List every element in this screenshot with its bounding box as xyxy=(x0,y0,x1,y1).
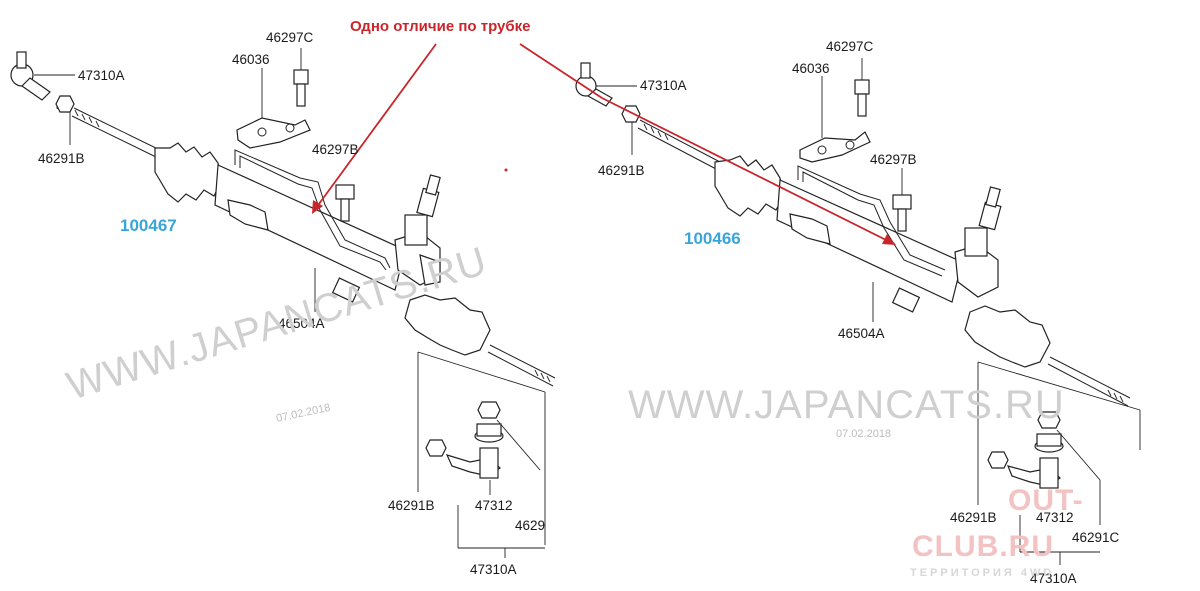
left-rack-housing xyxy=(214,149,441,303)
right-label-tie-rod-end-top: 47310A xyxy=(640,78,687,93)
left-nut-top xyxy=(55,95,75,145)
left-label-tie-rod-end-bottom: 47310A xyxy=(470,562,517,577)
left-boot-upper xyxy=(154,142,223,203)
left-label-rack: 46504A xyxy=(278,316,325,331)
logo-text-bottom: CLUB.RU xyxy=(912,530,1054,563)
right-label-nut-top: 46291B xyxy=(598,163,645,178)
left-label-bracket: 46036 xyxy=(232,52,270,67)
left-date-stamp: 07.02.2018 xyxy=(275,402,331,425)
left-tie-rod-end-upper xyxy=(10,51,161,159)
left-bracket xyxy=(236,48,311,149)
right-catalog-code: 100466 xyxy=(684,229,741,248)
right-label-tie-rod-end-bottom: 47310A xyxy=(1030,571,1077,586)
right-date-stamp: 07.02.2018 xyxy=(836,428,891,440)
right-bracket xyxy=(799,58,871,163)
right-label-46291c: 46291C xyxy=(1072,530,1120,545)
left-assembly xyxy=(10,48,556,558)
right-label-ball-joint: 47312 xyxy=(1036,510,1074,525)
left-boot-lower xyxy=(404,294,556,387)
right-label-nut-bottom: 46291B xyxy=(950,510,997,525)
left-label-nut-top: 46291B xyxy=(38,151,85,166)
right-label-bracket: 46036 xyxy=(792,61,830,76)
out-club-logo: OUT- CLUB.RU ТЕРРИТОРИЯ 4WD xyxy=(910,484,1084,579)
right-boot-upper xyxy=(714,155,785,217)
right-tie-rod-end-lower xyxy=(977,361,1141,565)
left-label-bolt-c: 46297C xyxy=(266,30,314,45)
left-label-tie-rod-end-top: 47310A xyxy=(78,68,125,83)
right-boot-lower xyxy=(964,305,1131,407)
right-rack-housing xyxy=(776,165,1002,313)
left-catalog-code: 100467 xyxy=(120,216,177,235)
left-label-bolt-b: 46297B xyxy=(312,142,359,157)
right-label-bolt-b: 46297B xyxy=(870,152,917,167)
difference-note: Одно отличие по трубке xyxy=(350,18,531,35)
right-label-bolt-c: 46297C xyxy=(826,39,874,54)
left-bolt-b xyxy=(335,184,355,222)
difference-arrows xyxy=(312,43,896,245)
logo-tagline: ТЕРРИТОРИЯ 4WD xyxy=(910,567,1054,579)
right-watermark: WWW.JAPANCATS.RU xyxy=(628,383,1065,427)
right-label-rack: 46504A xyxy=(838,326,885,341)
logo-text-top: OUT- xyxy=(1008,484,1084,517)
left-tie-rod-end-lower xyxy=(417,351,546,558)
left-label-nut-bottom: 46291B xyxy=(388,498,435,513)
right-assembly xyxy=(575,58,1141,565)
left-label-4629: 4629 xyxy=(515,518,545,533)
left-label-ball-joint: 47312 xyxy=(475,498,513,513)
right-bolt-b xyxy=(892,168,912,232)
